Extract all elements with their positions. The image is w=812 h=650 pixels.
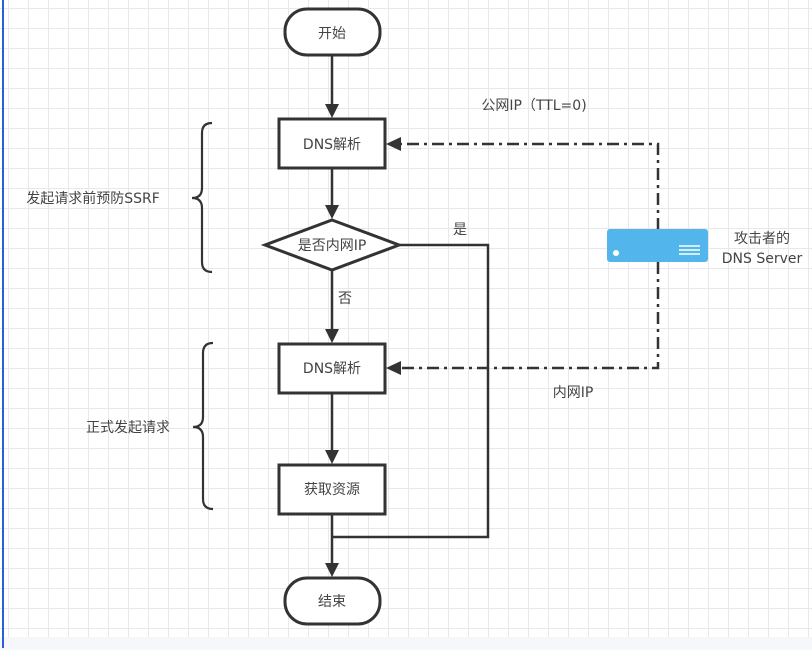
- arrow-dns2-to-fetch: [325, 450, 339, 464]
- attacker-label-line2: DNS Server: [722, 251, 803, 267]
- fetch-resource-node[interactable]: 获取资源: [277, 463, 387, 516]
- arrow-attacker-to-dns1: [386, 137, 401, 151]
- group-label-pre-request: 发起请求前预防SSRF: [26, 190, 160, 207]
- dns-resolve-node-2-label: DNS解析: [303, 361, 361, 377]
- server-icon[interactable]: [607, 229, 708, 262]
- edge-label-public-ip: 公网IP（TTL=0): [481, 98, 586, 114]
- edge-label-no: 否: [338, 291, 352, 307]
- dns-resolve-node-1-label: DNS解析: [303, 137, 361, 153]
- decision-node-label: 是否内网IP: [298, 238, 367, 254]
- brace-formal-request: [192, 341, 214, 511]
- edge-decision-yes: [332, 243, 490, 539]
- selection-border: [2, 0, 4, 648]
- edge-label-yes: 是: [453, 222, 467, 238]
- arrow-decision-no: [325, 329, 339, 343]
- fetch-resource-node-label: 获取资源: [304, 482, 360, 498]
- arrow-dns1-to-decision: [325, 205, 339, 219]
- group-label-formal-request: 正式发起请求: [86, 420, 170, 436]
- attacker-label-line1: 攻击者的: [734, 231, 790, 247]
- end-node-label: 结束: [318, 594, 346, 610]
- brace-pre-request: [191, 121, 213, 274]
- end-node[interactable]: 结束: [283, 576, 382, 626]
- dns-resolve-node-1[interactable]: DNS解析: [277, 117, 387, 170]
- edge-label-internal-ip: 内网IP: [553, 385, 594, 401]
- arrow-start-to-dns1: [325, 104, 339, 118]
- edge-attacker-to-dns2: [400, 262, 660, 370]
- start-node[interactable]: 开始: [283, 7, 382, 57]
- decision-node[interactable]: 是否内网IP: [260, 218, 404, 272]
- edge-attacker-to-dns1: [400, 142, 660, 230]
- arrow-fetch-to-end: [325, 563, 339, 577]
- arrow-attacker-to-dns2: [386, 361, 401, 375]
- start-node-label: 开始: [318, 26, 346, 42]
- dns-resolve-node-2[interactable]: DNS解析: [277, 342, 387, 395]
